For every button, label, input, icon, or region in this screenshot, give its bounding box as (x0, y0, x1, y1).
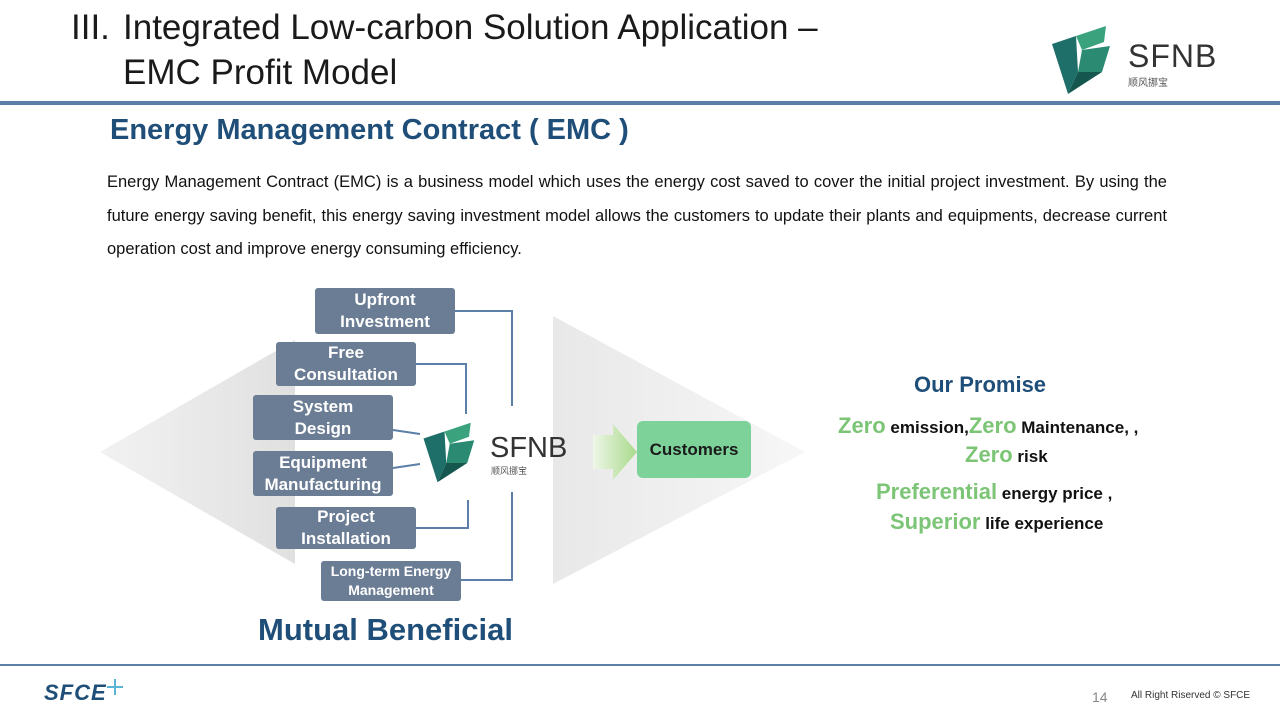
sfnb-center-logo-text: SFNB (490, 432, 568, 464)
section-title: Energy Management Contract ( EMC ) (110, 114, 629, 146)
promise-text: emission, (885, 418, 969, 437)
slide-title-line2: EMC Profit Model (123, 53, 398, 92)
service-label-line2: Investment (340, 312, 430, 331)
sfnb-logo: SFNB 顺风挪宝 (1048, 22, 1228, 97)
sfnb-center-logo-subtext: 顺风挪宝 (491, 467, 528, 477)
service-label-line2: Design (294, 418, 352, 438)
promise-text: energy price , (997, 484, 1113, 503)
customers-box: Customers (637, 421, 751, 478)
sfnb-logo-subtext: 顺风挪宝 (1128, 78, 1168, 89)
service-label-line1: Free (328, 343, 364, 362)
emc-description: Energy Management Contract (EMC) is a bu… (107, 173, 1167, 258)
service-label-line1: Upfront (354, 290, 416, 309)
service-label-line2: Manufacturing (264, 474, 382, 494)
diagram-caption: Mutual Beneficial (258, 612, 513, 647)
sfnb-center-logo: SFNB 顺风挪宝 (420, 418, 590, 486)
promise-line-1: Zero emission,Zero Maintenance, , (838, 413, 1138, 439)
promise-highlight: Superior (890, 509, 981, 534)
service-label-line2: Management (348, 582, 434, 598)
promise-text: life experience (980, 514, 1104, 533)
sfnb-center-logo-mark-icon (423, 422, 475, 483)
promise-line-2: Zero risk (965, 442, 1048, 468)
sfnb-logo-text: SFNB (1128, 38, 1218, 74)
sfce-logo-text: SFCE (44, 680, 107, 705)
service-label-line2: Consultation (294, 365, 398, 384)
promise-text: risk (1012, 447, 1048, 466)
promise-line-4: Superior life experience (890, 509, 1103, 535)
service-label-line1: Equipment (279, 452, 367, 472)
promise-title: Our Promise (914, 372, 1047, 397)
copyright-text: All Right Riserved © SFCE (1131, 690, 1251, 701)
footer-divider (0, 664, 1280, 666)
page-number: 14 (1092, 689, 1108, 705)
promise-line-3: Preferential energy price , (876, 479, 1112, 505)
flow-arrow-icon (593, 424, 637, 480)
sfce-logo: SFCE (44, 678, 144, 708)
promise-highlight: Preferential (876, 479, 998, 504)
left-chevron-shape (100, 340, 295, 564)
slide-title-line1: Integrated Low-carbon Solution Applicati… (123, 8, 818, 47)
promise-highlight: Zero (965, 442, 1013, 467)
slide-title-numeral: III. (71, 8, 110, 47)
service-label-line1: Long-term Energy (330, 563, 452, 579)
promise-highlight: Zero (838, 413, 886, 438)
sfnb-logo-mark-icon (1052, 26, 1110, 94)
service-label-line1: System (292, 396, 354, 416)
header-divider (0, 101, 1280, 105)
promise-highlight: Zero (968, 413, 1017, 438)
service-label-line1: Project (317, 507, 375, 526)
service-label-line2: Installation (301, 529, 391, 548)
promise-text: Maintenance, , (1016, 418, 1139, 437)
sfce-plus-icon (107, 679, 123, 695)
